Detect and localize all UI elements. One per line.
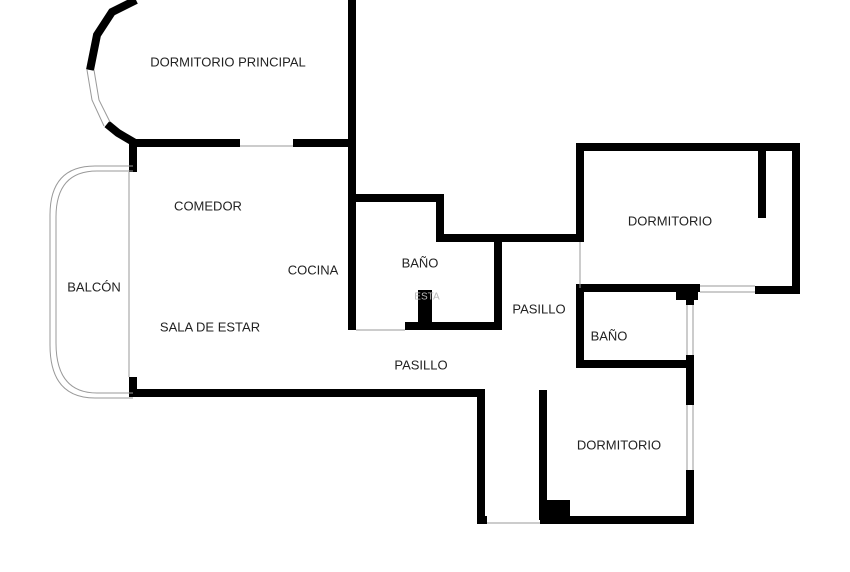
- room-label-hall-2: PASILLO: [512, 301, 566, 317]
- room-label-dining: COMEDOR: [174, 198, 242, 214]
- room-label-bath-2: BAÑO: [590, 328, 628, 344]
- bath-note: ESTA: [414, 291, 440, 303]
- window-bay: [86, 69, 105, 127]
- room-label-bedroom-1: DORMITORIO: [627, 213, 713, 229]
- room-label-kitchen: COCINA: [287, 262, 339, 278]
- room-label-living: SALA DE ESTAR: [159, 319, 261, 335]
- room-label-hall-1: PASILLO: [394, 357, 448, 373]
- balcony-railing: [49, 165, 133, 399]
- curved-wall-bottom: [104, 120, 138, 147]
- room-label-balcony: BALCÓN: [67, 279, 121, 295]
- room-label-master-bedroom: DORMITORIO PRINCIPAL: [150, 54, 306, 70]
- curved-wall-top: [86, 0, 138, 71]
- room-label-bedroom-2: DORMITORIO: [576, 437, 662, 453]
- room-label-bath-1: BAÑO: [401, 255, 439, 271]
